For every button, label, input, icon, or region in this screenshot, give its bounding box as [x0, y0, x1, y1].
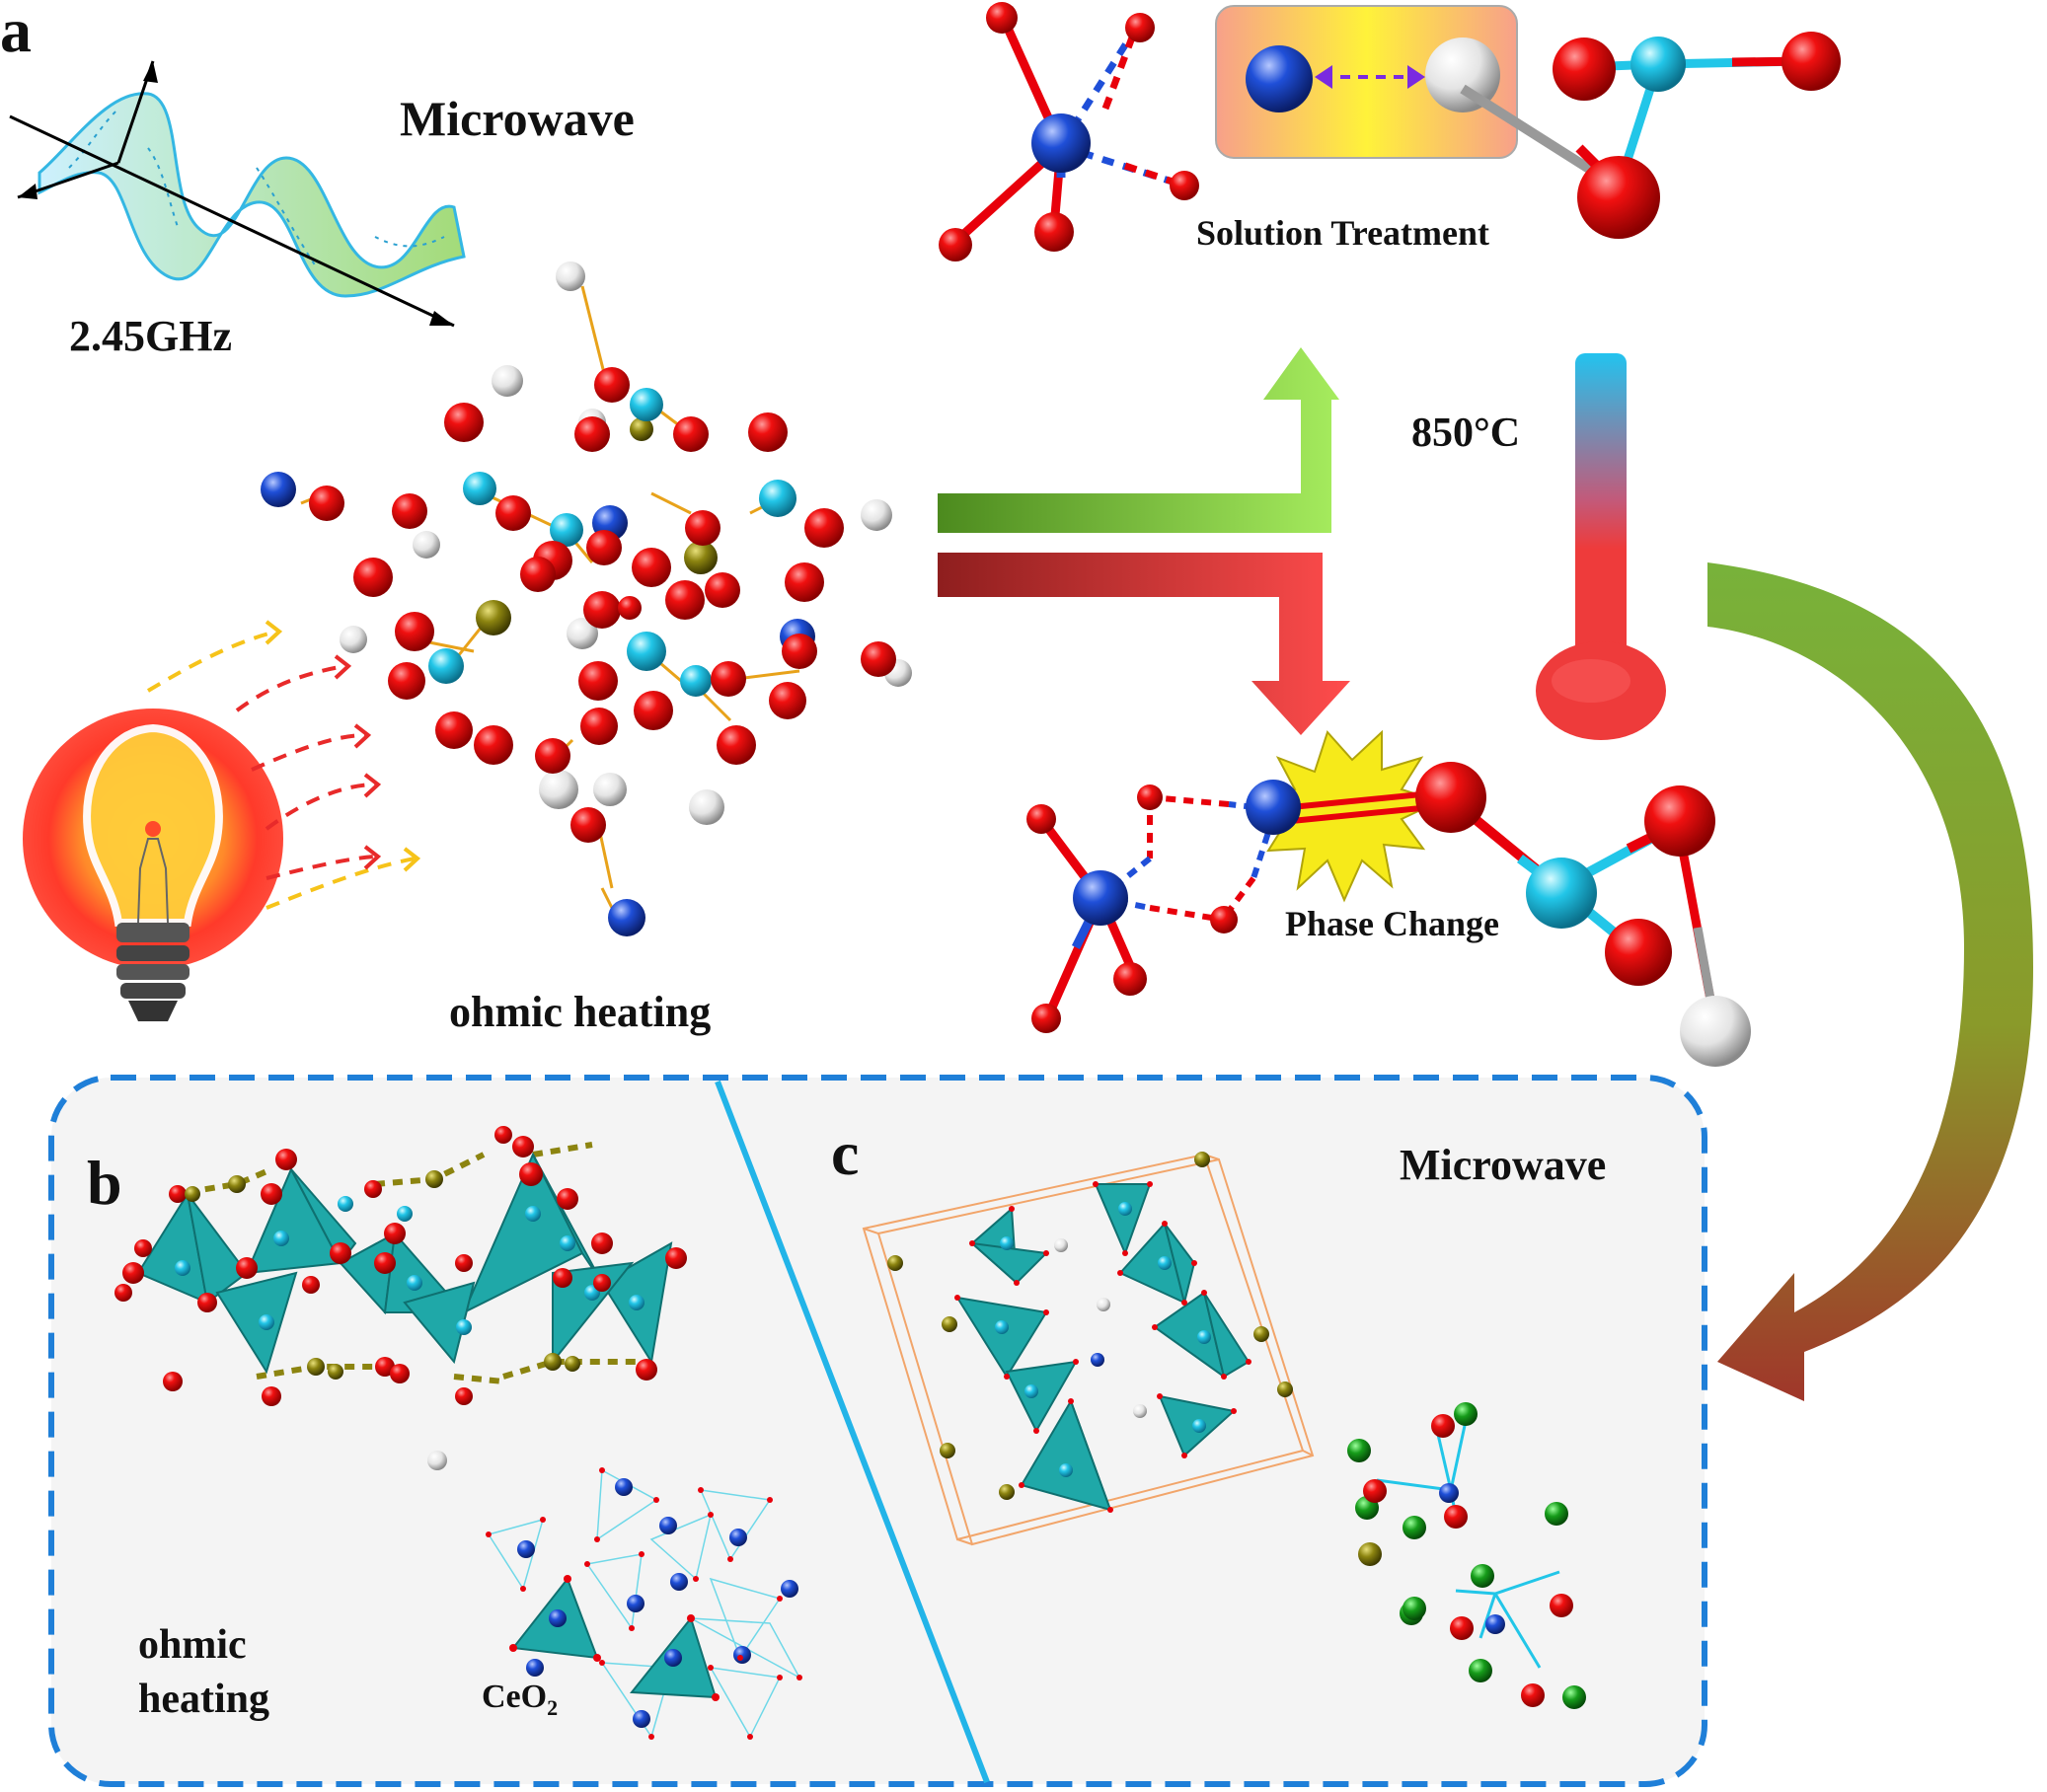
microwave-label-bottom: Microwave	[1400, 1141, 1606, 1189]
phase-change-molecule	[1026, 762, 1751, 1067]
arrow-to-solution-treatment	[938, 347, 1339, 533]
solution-treatment-label: Solution Treatment	[1196, 213, 1489, 253]
heat-rays	[146, 630, 416, 910]
ceo2-structure	[427, 1451, 802, 1740]
microwave-wave-icon	[9, 60, 466, 328]
panel-label-b: b	[87, 1148, 122, 1218]
arrow-to-phase-change	[938, 553, 1350, 735]
thermometer-icon	[1536, 353, 1666, 740]
microwave-crystal-structure	[862, 1152, 1315, 1546]
panel-label-a: a	[0, 0, 32, 65]
dopant-molecules	[1347, 1402, 1586, 1709]
ceo2-label: CeO2	[482, 1679, 558, 1720]
metal-ion-atom	[1246, 45, 1313, 112]
microwave-label-top: Microwave	[400, 91, 635, 146]
hydrogen-atom	[1425, 37, 1500, 112]
panel-label-c: c	[831, 1118, 859, 1188]
silicate-chain-structure	[114, 1126, 687, 1406]
solution-molecule-right	[1460, 32, 1841, 239]
phase-change-label: Phase Change	[1285, 904, 1499, 943]
ohmic-label-bottom-line2: heating	[138, 1677, 269, 1722]
ohmic-heating-label-top: ohmic heating	[449, 988, 711, 1036]
frequency-label: 2.45GHz	[69, 312, 232, 360]
bottom-panel-frame	[48, 1075, 1707, 1787]
solution-molecule-left	[939, 2, 1199, 261]
light-bulb-icon	[23, 709, 283, 1021]
heat-ray-arrowheads	[265, 620, 421, 872]
ohmic-label-bottom-line1: ohmic	[138, 1622, 247, 1668]
molecular-cluster	[261, 261, 912, 936]
arrow-to-panel-c	[1707, 562, 2033, 1401]
panel-divider	[715, 1080, 990, 1784]
temperature-label: 850°C	[1411, 411, 1520, 456]
